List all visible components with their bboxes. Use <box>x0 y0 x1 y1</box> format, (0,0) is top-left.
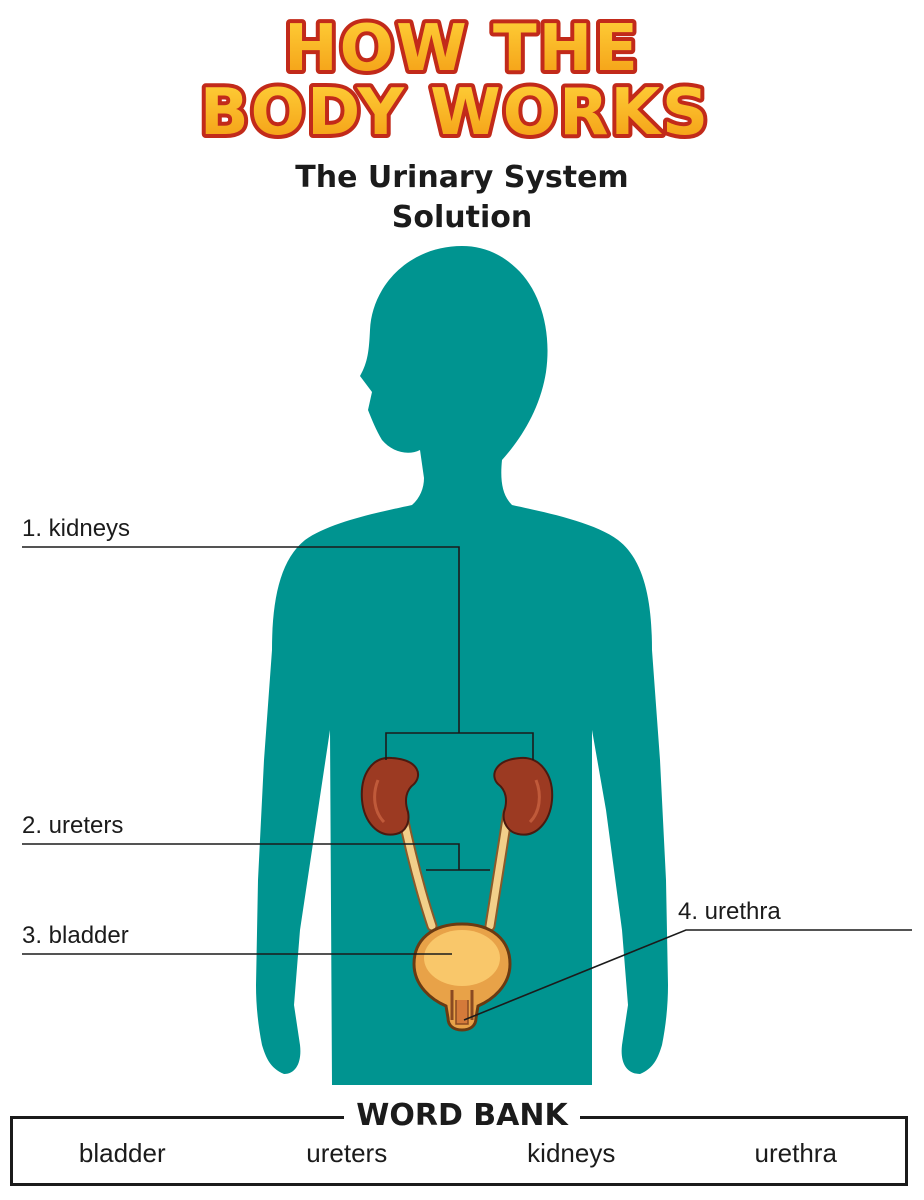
page-title: The Urinary System Solution <box>0 158 924 238</box>
title-line-2: Solution <box>391 200 533 235</box>
label-ureters: 2. ureters <box>22 812 124 839</box>
body-silhouette <box>256 246 668 1085</box>
word-bank-word: bladder <box>78 1138 166 1168</box>
label-urethra: 4. urethra <box>678 898 781 925</box>
word-bank-word: kidneys <box>527 1138 616 1168</box>
left-kidney <box>360 756 419 836</box>
label-kidneys: 1. kidneys <box>22 515 131 542</box>
word-bank-words: bladder ureters kidneys urethra <box>10 1138 908 1169</box>
right-kidney <box>493 756 554 836</box>
word-bank-word: urethra <box>754 1138 837 1168</box>
word-bank-word: ureters <box>306 1138 388 1168</box>
how-the-body-works-logo: HOW THE BODY WORKS <box>196 8 712 150</box>
leader-lines <box>22 546 912 1021</box>
bladder <box>412 922 512 1032</box>
logo-line-1: HOW THE <box>284 12 640 86</box>
label-bladder: 3. bladder <box>22 922 129 949</box>
logo-line-2: BODY WORKS <box>200 76 710 150</box>
title-line-1: The Urinary System <box>295 160 629 195</box>
